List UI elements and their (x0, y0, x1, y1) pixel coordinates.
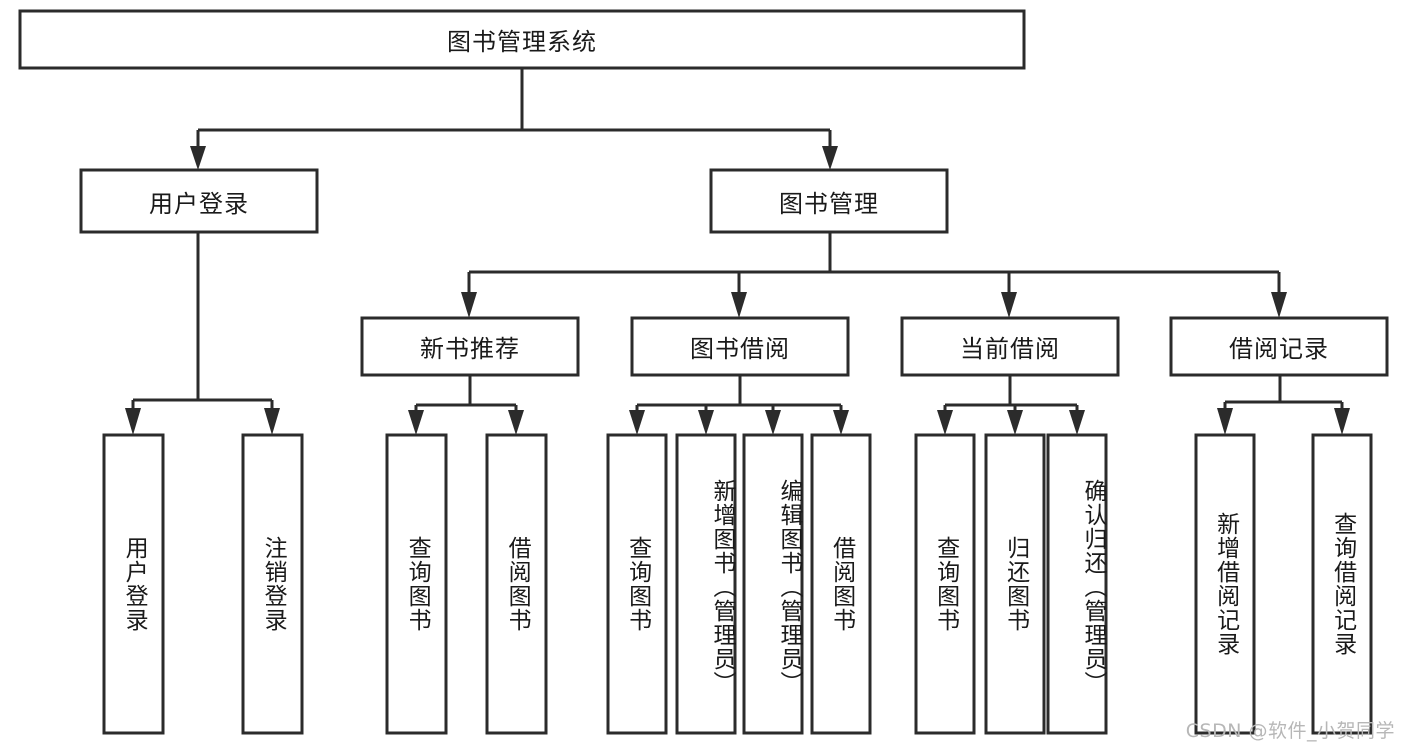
node-box-leaf-query-book-borrow[interactable] (606, 433, 668, 735)
node-box-leaf-borrow-book[interactable] (810, 433, 872, 735)
arrow-head-leaf-query-book-borrow (629, 410, 645, 435)
arrow-head-book-manage (822, 146, 838, 170)
node-box-leaf-borrow-book-rec[interactable] (485, 433, 548, 735)
node-box-leaf-query-record[interactable] (1311, 433, 1373, 735)
arrow-head-leaf-user-login (125, 408, 141, 435)
arrow-head-leaf-edit-book (765, 410, 781, 435)
node-box-leaf-user-logout[interactable] (241, 433, 304, 735)
arrow-head-leaf-borrow-book-rec (508, 410, 524, 435)
arrow-head-leaf-user-logout (264, 408, 280, 435)
arrow-head-current-borrow (1001, 292, 1017, 318)
arrow-head-leaf-return-book (1007, 410, 1023, 435)
arrow-head-leaf-query-book-cur (937, 410, 953, 435)
arrow-head-leaf-add-record (1217, 408, 1233, 435)
node-box-leaf-return-book[interactable] (984, 433, 1046, 735)
node-box-leaf-edit-book[interactable] (742, 433, 804, 735)
node-box-book-manage[interactable] (709, 168, 949, 234)
arrow-head-leaf-add-book (698, 410, 714, 435)
node-box-leaf-add-book[interactable] (675, 433, 737, 735)
node-box-borrow-record[interactable] (1169, 316, 1389, 377)
nodes-layer (18, 9, 1389, 735)
node-box-leaf-add-record[interactable] (1194, 433, 1256, 735)
node-box-new-book-recommend[interactable] (360, 316, 580, 377)
node-box-current-borrow[interactable] (900, 316, 1120, 377)
node-box-leaf-query-book-rec[interactable] (385, 433, 448, 735)
edges-layer (125, 68, 1350, 435)
node-box-leaf-user-login[interactable] (102, 433, 165, 735)
node-box-root[interactable] (18, 9, 1026, 70)
arrow-head-user-login (190, 146, 206, 170)
arrow-head-new-book-recommend (461, 292, 477, 318)
csdn-watermark: CSDN @软件_小贺同学 (1185, 720, 1395, 742)
node-box-user-login[interactable] (79, 168, 319, 234)
node-box-book-borrow[interactable] (630, 316, 850, 377)
arrow-head-leaf-confirm-return (1069, 410, 1085, 435)
node-box-leaf-confirm-return[interactable] (1046, 433, 1108, 735)
arrow-head-leaf-query-record (1334, 408, 1350, 435)
arrow-head-borrow-record (1271, 292, 1287, 318)
arrow-head-leaf-borrow-book (833, 410, 849, 435)
node-box-leaf-query-book-cur[interactable] (914, 433, 976, 735)
arrow-head-leaf-query-book-rec (408, 410, 424, 435)
arrow-head-book-borrow (731, 292, 747, 318)
